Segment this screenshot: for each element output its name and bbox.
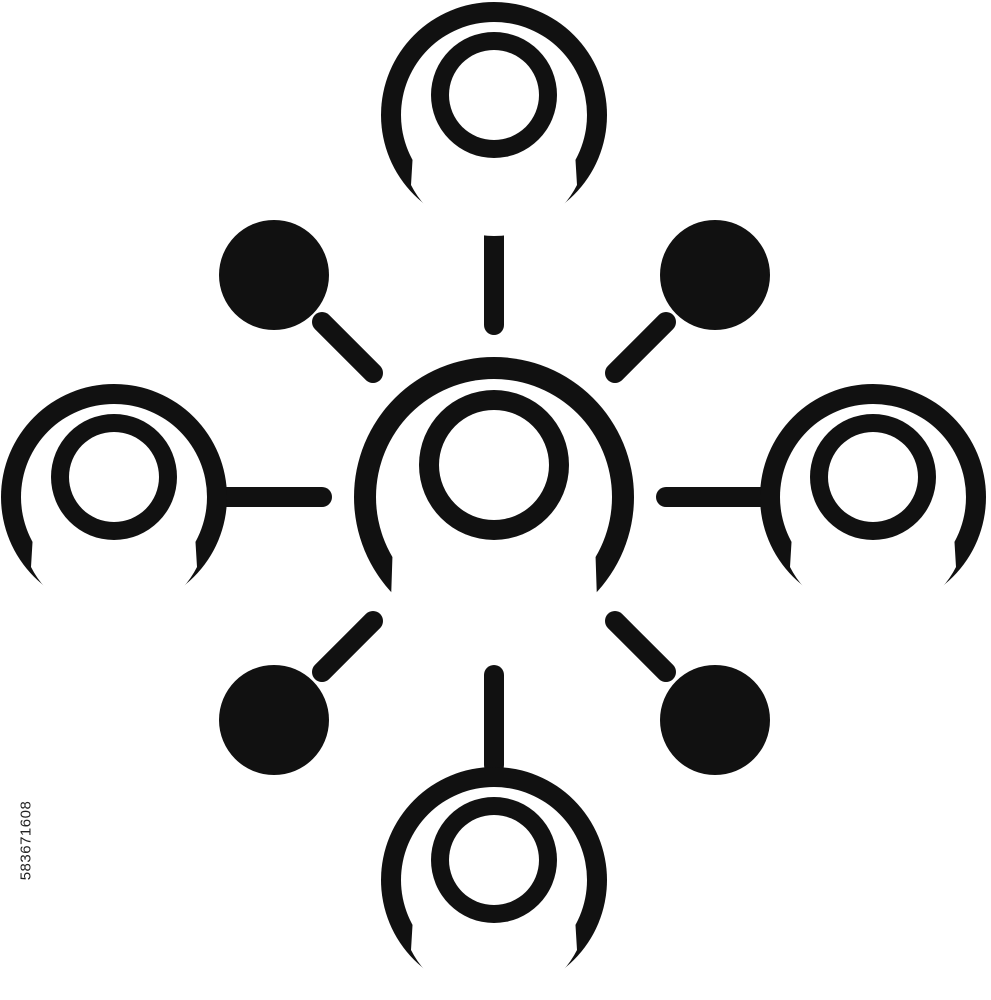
bottom-person-icon [381,767,607,1000]
top-person-icon [381,2,607,237]
stock-id-watermark: 583671608 [14,765,38,915]
center-person-icon [354,357,634,661]
node-dot-top-right [660,220,770,330]
node-dot-top-left [219,220,329,330]
left-person-icon [1,384,227,619]
right-person-icon [760,384,986,619]
stock-id-text: 583671608 [17,800,35,880]
node-dot-bottom-left [219,665,329,775]
node-dot-bottom-right [660,665,770,775]
connector-lines [212,215,775,775]
